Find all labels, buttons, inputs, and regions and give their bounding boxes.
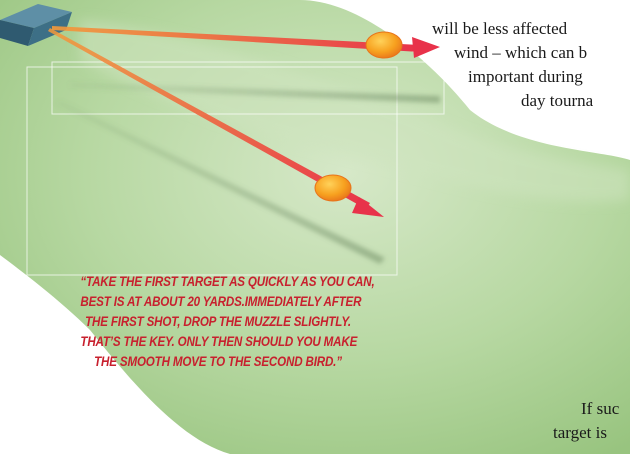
article-line: important during [468, 66, 583, 88]
pull-quote-line: THE SMOOTH MOVE TO THE SECOND BIRD.” [80, 352, 355, 372]
pull-quote: “TAKE THE FIRST TARGET AS QUICKLY AS YOU… [80, 272, 355, 372]
article-line: If suc [581, 398, 619, 420]
pull-quote-line: THE FIRST SHOT, DROP THE MUZZLE SLIGHTLY… [80, 312, 355, 332]
clay-target-lower-icon [315, 175, 351, 201]
article-line: target is [553, 422, 607, 444]
pull-quote-line: THAT’S THE KEY. ONLY THEN SHOULD YOU MAK… [80, 332, 355, 352]
pull-quote-line: BEST IS AT ABOUT 20 YARDS.IMMEDIATELY AF… [80, 292, 355, 312]
pull-quote-line: “TAKE THE FIRST TARGET AS QUICKLY AS YOU… [80, 272, 355, 292]
article-line: day tourna [521, 90, 593, 112]
article-line: will be less affected [432, 18, 567, 40]
article-line: wind – which can b [454, 42, 587, 64]
clay-target-upper-icon [366, 32, 402, 58]
